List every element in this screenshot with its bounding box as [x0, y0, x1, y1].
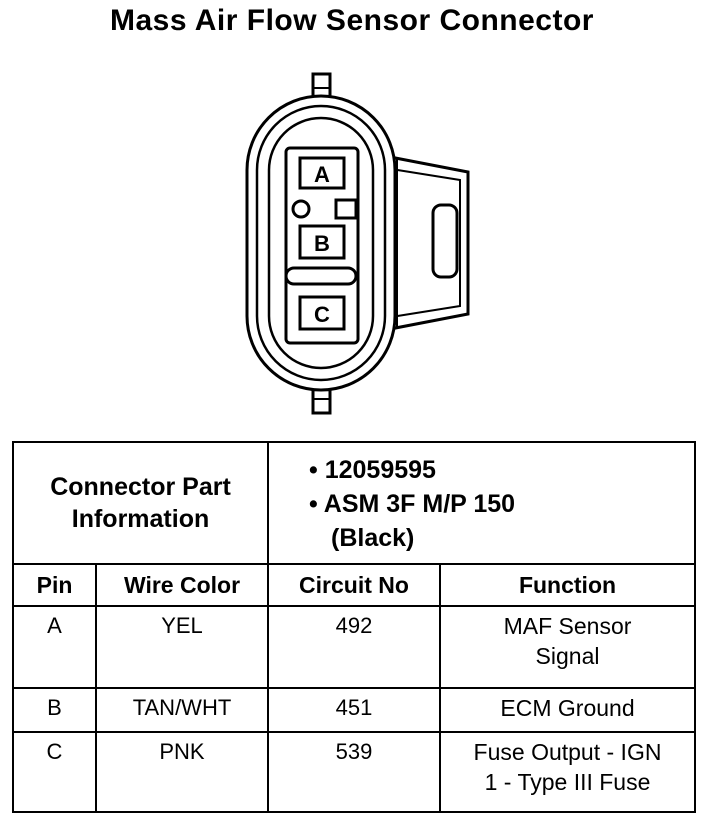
row-wire-color: YEL [95, 605, 269, 689]
cavity-divider [284, 266, 358, 286]
connector-color: (Black) [331, 524, 415, 552]
header-wire-color: Wire Color [95, 563, 269, 607]
table-row: B TAN/WHT 451 ECM Ground [12, 687, 697, 733]
part-info-details: • 12059595 • ASM 3F M/P 150 (Black) [266, 441, 697, 565]
header-row: Pin Wire Color Circuit No Function [12, 563, 697, 607]
row-function: ECM Ground [438, 687, 697, 733]
terminal-cavity [284, 146, 360, 345]
row-function-line2: Signal [535, 643, 600, 669]
pin-b-label: B [314, 231, 330, 256]
pin-b-terminal [298, 224, 346, 260]
header-pin: Pin [12, 563, 97, 607]
row-pin: C [12, 731, 97, 813]
row-circuit: 451 [267, 687, 441, 733]
part-number: • 12059595 [309, 456, 436, 484]
diagram-title: Mass Air Flow Sensor Connector [110, 4, 594, 37]
header-function: Function [438, 563, 697, 607]
pin-a-terminal [298, 156, 346, 190]
row-function-line1: Fuse Output - IGN [473, 739, 662, 765]
row-function-line2: 1 - Type III Fuse [484, 769, 651, 795]
part-info-label-line2: Information [71, 505, 210, 533]
row-pin: B [12, 687, 97, 733]
connector-drawing: A B C [245, 72, 470, 415]
key-circle [291, 199, 311, 219]
table-row: A YEL 492 MAF Sensor Signal [12, 605, 697, 689]
pin-a-label: A [314, 162, 330, 187]
row-circuit: 492 [267, 605, 441, 689]
part-info-label: Connector Part Information [12, 441, 269, 565]
assembly-number: • ASM 3F M/P 150 [309, 490, 516, 518]
connector-info-table: Connector Part Information • 12059595 • … [12, 441, 697, 813]
row-function-line1: ECM Ground [500, 695, 635, 721]
part-info-row: Connector Part Information • 12059595 • … [12, 441, 697, 565]
row-wire-color: PNK [95, 731, 269, 813]
pin-c-terminal [298, 295, 346, 331]
latch-slot [431, 203, 459, 279]
row-function: Fuse Output - IGN 1 - Type III Fuse [438, 731, 697, 813]
pin-c-label: C [314, 302, 330, 327]
table-row: C PNK 539 Fuse Output - IGN 1 - Type III… [12, 731, 697, 813]
connector-housing-inner [267, 116, 375, 370]
row-circuit: 539 [267, 731, 441, 813]
row-function-line1: MAF Sensor [503, 613, 632, 639]
key-square [334, 198, 358, 220]
row-pin: A [12, 605, 97, 689]
header-circuit-no: Circuit No [267, 563, 441, 607]
part-info-label-line1: Connector Part [50, 473, 231, 501]
row-wire-color: TAN/WHT [95, 687, 269, 733]
connector-housing-middle [255, 104, 387, 382]
row-function: MAF Sensor Signal [438, 605, 697, 689]
